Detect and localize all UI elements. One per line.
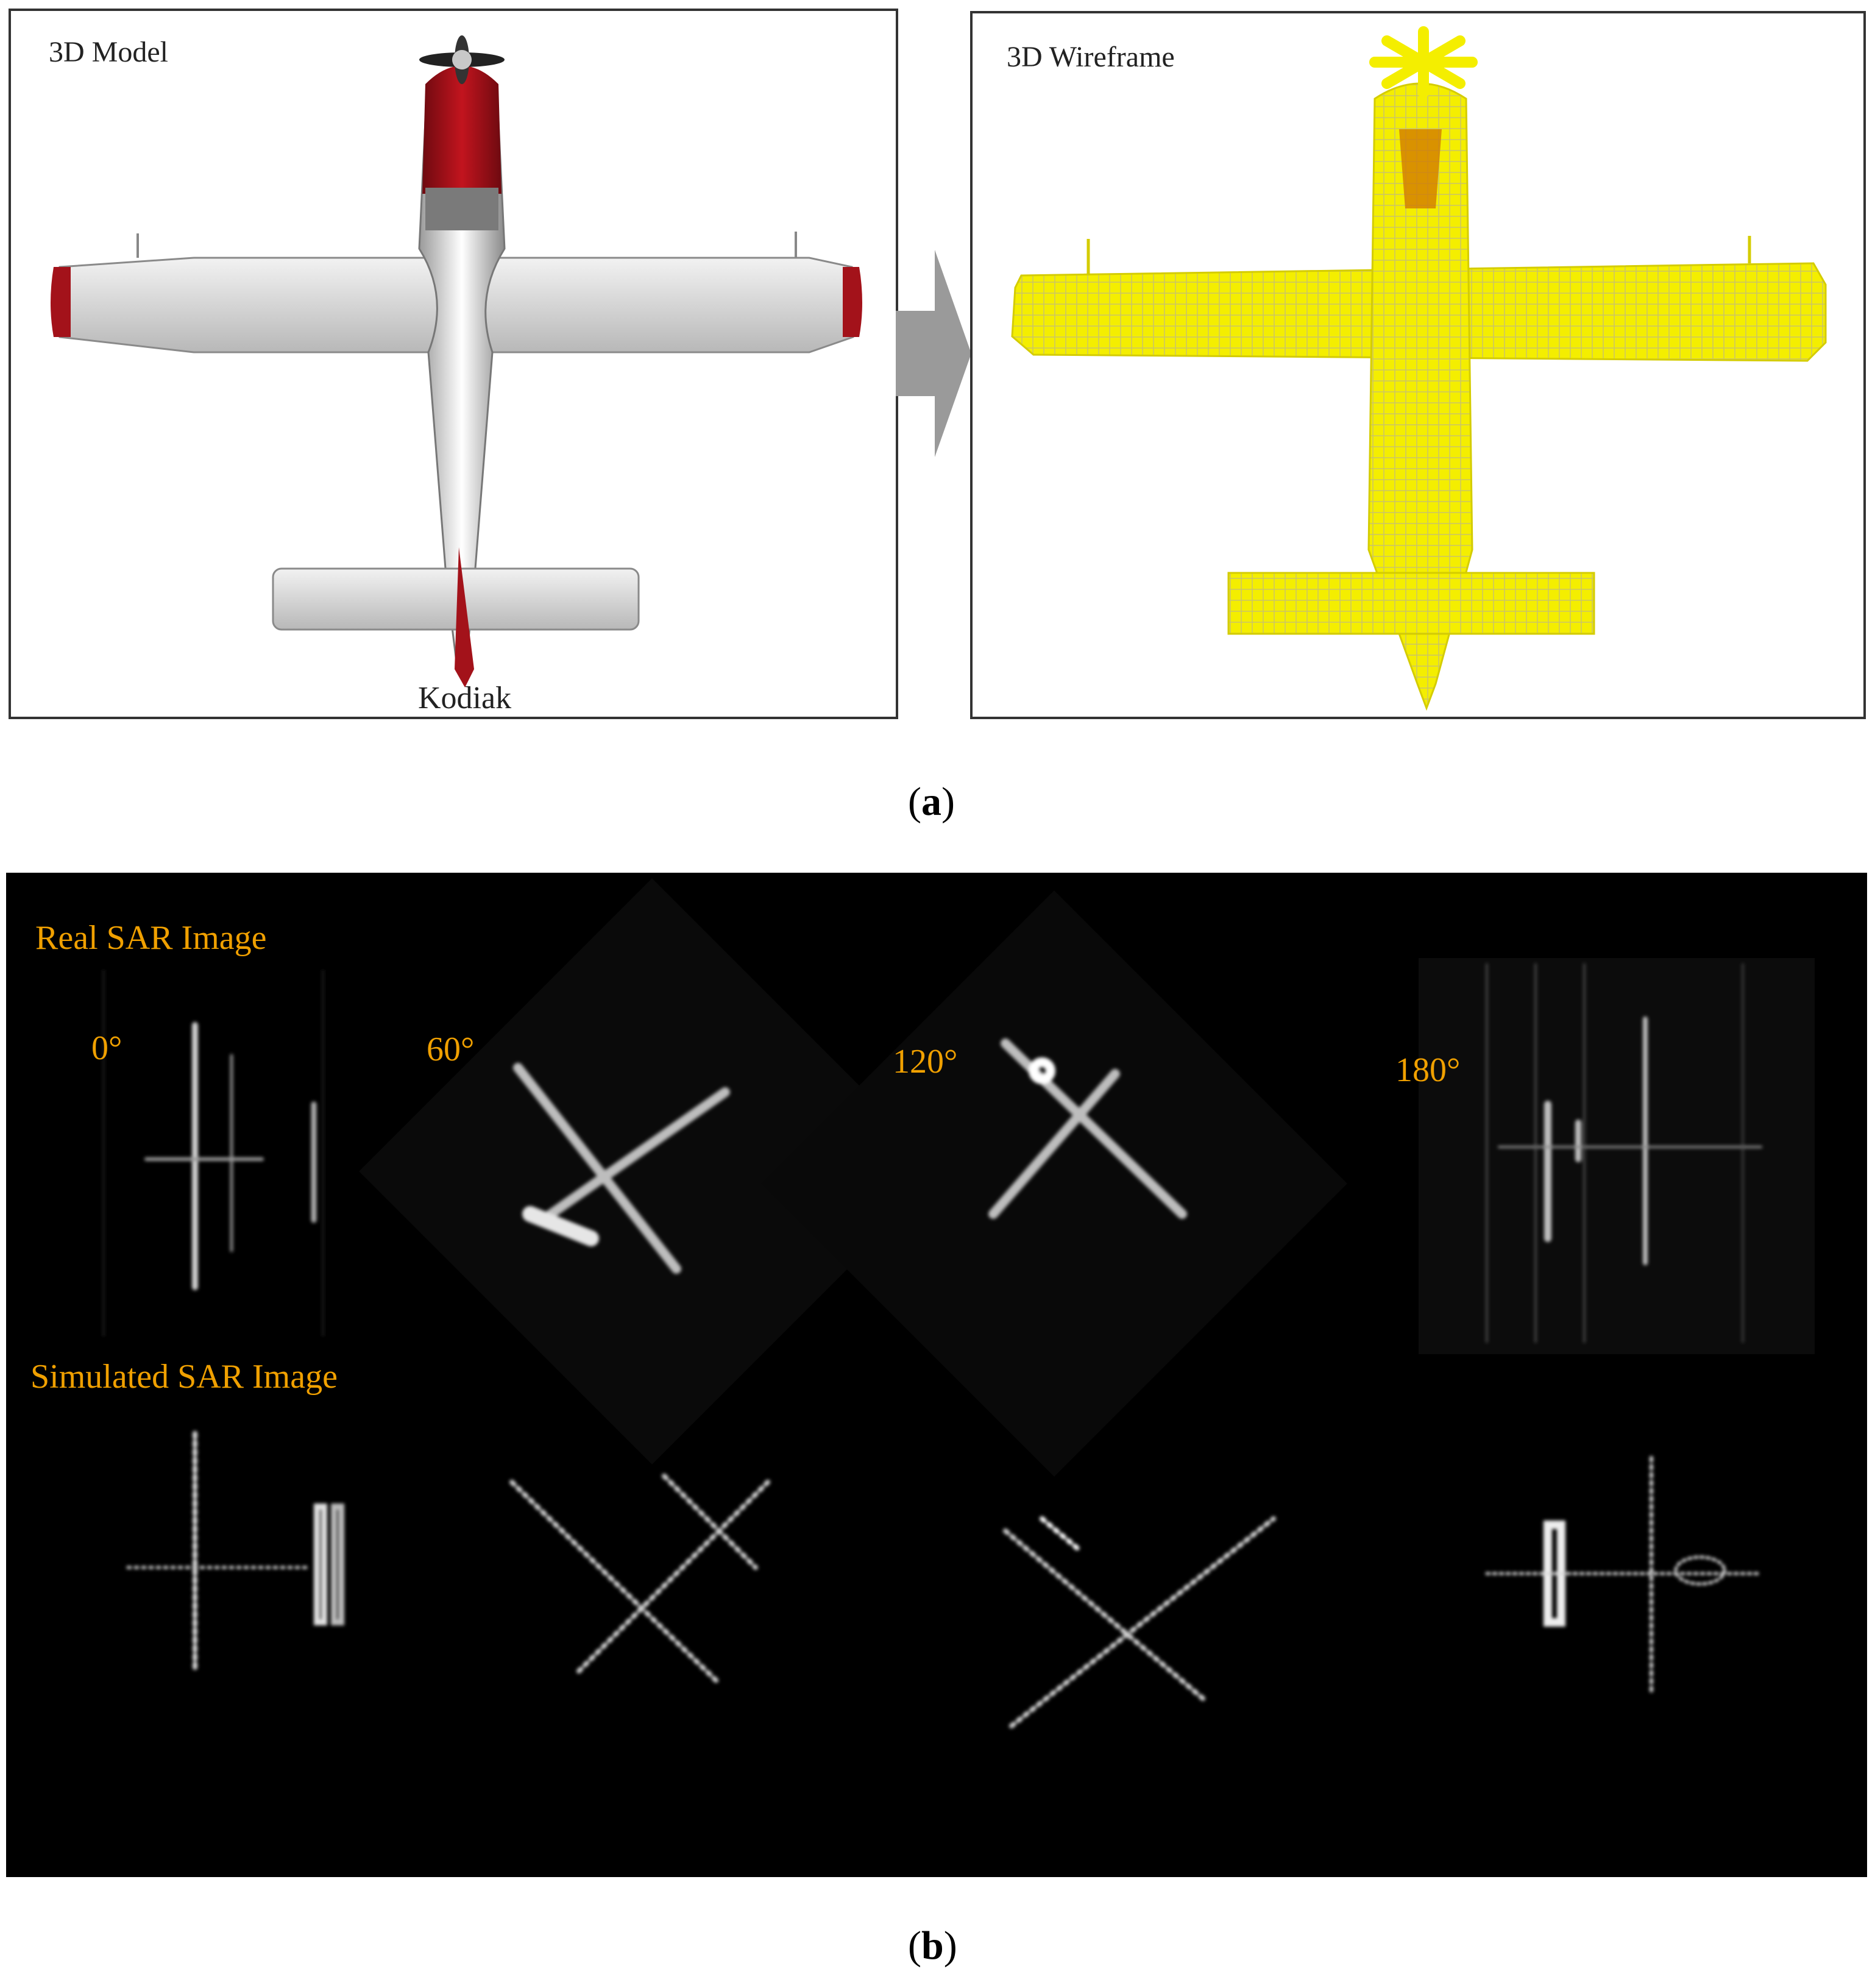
wireframe-panel: 3D Wireframe	[970, 11, 1866, 719]
model-label: 3D Model	[49, 36, 168, 68]
simulated-sar-title: Simulated SAR Image	[30, 1358, 338, 1396]
sar-imagery	[103, 878, 1815, 1728]
real-sar-title: Real SAR Image	[35, 919, 267, 957]
right-arrow-icon	[896, 250, 971, 457]
aircraft-name-label: Kodiak	[418, 681, 512, 715]
angle-label-0: 0°	[91, 1029, 122, 1067]
aircraft-model-image	[51, 35, 862, 687]
angle-label-120: 120°	[893, 1043, 958, 1081]
angle-label-180: 180°	[1395, 1051, 1461, 1089]
simulated-sar-0	[126, 1431, 344, 1674]
real-sar-120	[988, 1038, 1187, 1219]
caption-b: (b)	[908, 1923, 957, 1968]
angle-label-60: 60°	[427, 1031, 475, 1068]
aircraft-wireframe-image	[1011, 26, 1827, 711]
caption-a: (a)	[908, 779, 955, 824]
real-sar-0	[103, 970, 324, 1337]
real-sar-180	[1486, 963, 1762, 1343]
simulated-sar-120	[1003, 1516, 1276, 1728]
model-panel: 3D Model Kodiak	[9, 9, 898, 719]
real-sar-60	[513, 1063, 730, 1274]
simulated-sar-180	[1485, 1456, 1763, 1697]
sar-comparison-panel: Real SAR Image Simulated SAR Image 0° 60…	[6, 873, 1867, 1877]
wireframe-label: 3D Wireframe	[1007, 41, 1175, 73]
simulated-sar-60	[509, 1474, 770, 1686]
